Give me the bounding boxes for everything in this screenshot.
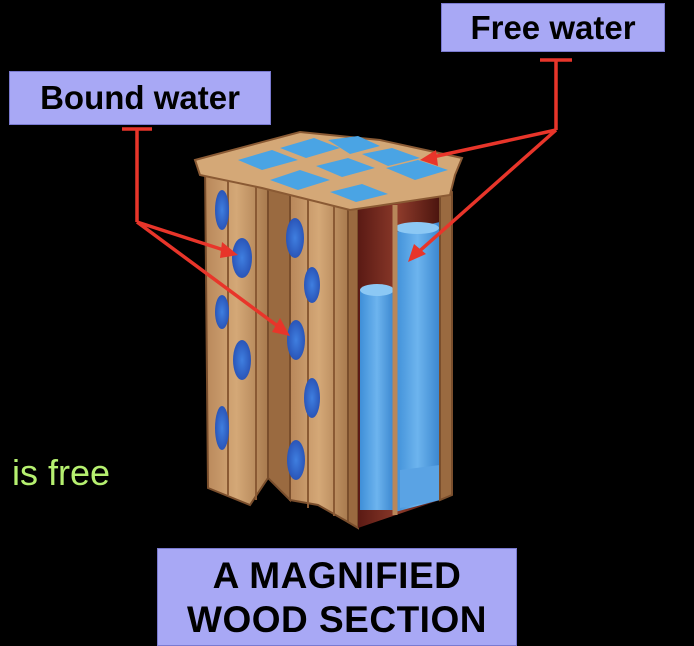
free-water-arrowheads (408, 150, 438, 262)
bound-water-label: Bound water (9, 71, 271, 125)
bound-water-arrows (122, 127, 285, 332)
section-caption: A MAGNIFIED WOOD SECTION (157, 548, 517, 646)
free-water-arrows (413, 58, 572, 257)
cell-cavity (358, 186, 453, 528)
bound-water-arrowheads (220, 242, 290, 336)
side-text-fragment: is free (12, 452, 111, 493)
caption-line-1: A MAGNIFIED (212, 555, 462, 596)
free-water-label: Free water (441, 3, 665, 52)
bound-water-pits (215, 190, 320, 480)
caption-line-2: WOOD SECTION (187, 599, 487, 640)
cell-top-grid (193, 130, 464, 212)
